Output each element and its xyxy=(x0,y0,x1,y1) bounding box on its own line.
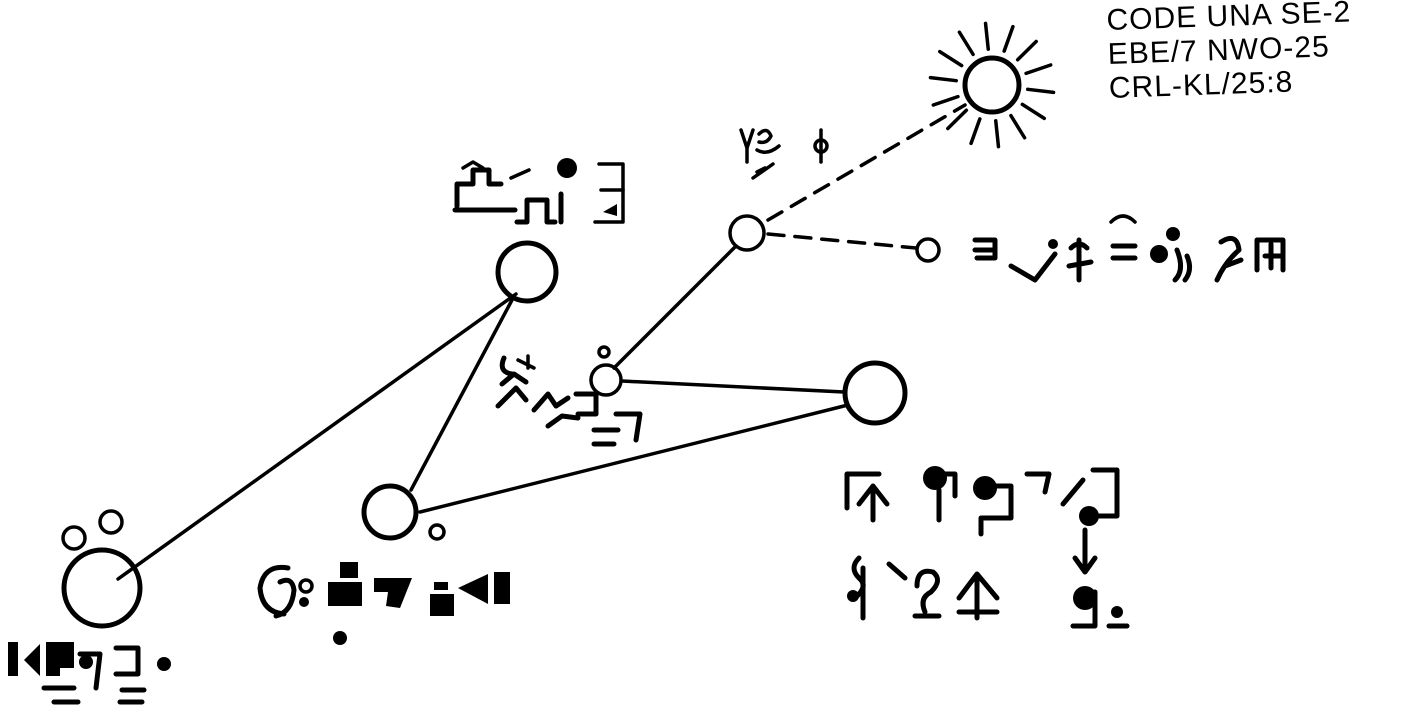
dashed-link-top-star-to-right-dot xyxy=(766,232,918,250)
link-small-center-star-to-top-star xyxy=(612,244,738,370)
code-text-block: CODE UNA SE-2 EBE/7 NWO-25 CRL-KL/25:8 xyxy=(1106,0,1354,106)
sun-ray xyxy=(1025,87,1056,95)
small-center-star-companion xyxy=(597,345,611,359)
link-mid-star-to-right-star xyxy=(418,403,850,514)
glyph-cluster-large-star xyxy=(8,642,171,705)
mid-star xyxy=(361,483,419,541)
sun-ray xyxy=(938,49,964,68)
sun-ray xyxy=(994,119,1001,149)
sun-icon xyxy=(928,21,1056,149)
dashed-link-top-star-to-sun xyxy=(766,103,967,222)
glyph-cluster-upper-star xyxy=(452,158,625,225)
glyph-cluster-top-star xyxy=(739,128,829,180)
sun-ray xyxy=(931,94,960,107)
glyph-cluster-right-dot xyxy=(972,214,1286,283)
sun-ray xyxy=(1020,102,1046,121)
mid-star-companion xyxy=(428,523,446,541)
large-star-lower-left xyxy=(61,547,143,629)
small-center-star xyxy=(589,363,623,397)
glyph-cluster-right-star xyxy=(844,466,1130,629)
sun-ray xyxy=(1009,113,1027,140)
right-star xyxy=(842,360,908,426)
sun-ray xyxy=(1002,24,1015,53)
sun-ray xyxy=(969,117,982,146)
sun-ray xyxy=(1015,39,1038,62)
top-star xyxy=(728,214,766,252)
link-small-center-star-to-right-star xyxy=(620,379,846,394)
link-large-star-to-upper-star xyxy=(116,292,518,581)
glyph-cluster-mid-star xyxy=(257,562,510,645)
sun-ray xyxy=(957,30,975,57)
sun-ray xyxy=(928,75,959,83)
small-companion-circle-2 xyxy=(98,509,124,535)
sun-ray xyxy=(1024,63,1053,76)
upper-star xyxy=(495,240,559,304)
sun-ray xyxy=(983,21,990,51)
link-upper-star-to-mid-star xyxy=(409,298,514,492)
right-dot-star xyxy=(915,237,941,263)
sun-ray xyxy=(946,108,969,131)
glyph-cluster-small-center-star xyxy=(495,354,643,447)
small-companion-circle-1 xyxy=(61,525,87,551)
